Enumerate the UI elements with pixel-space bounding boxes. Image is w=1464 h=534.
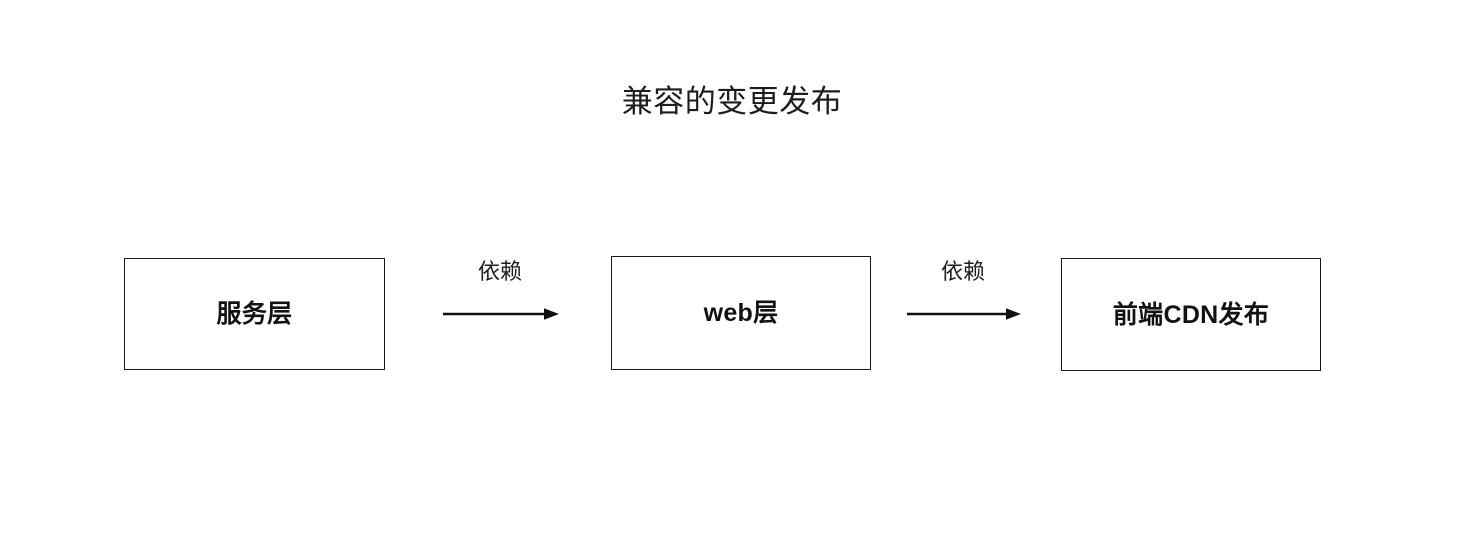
node-frontend-cdn-release[interactable]: 前端CDN发布 <box>1061 258 1321 371</box>
diagram-title: 兼容的变更发布 <box>621 84 843 119</box>
node-label: web层 <box>703 299 779 327</box>
node-label: 服务层 <box>216 300 293 328</box>
arrow-right-icon <box>906 305 1022 323</box>
edge-label: 依赖 <box>940 259 985 284</box>
node-label: 前端CDN发布 <box>1112 300 1270 329</box>
node-service-layer[interactable]: 服务层 <box>124 258 385 370</box>
arrow-right-icon <box>442 305 560 323</box>
node-web-layer[interactable]: web层 <box>611 256 871 370</box>
edge-label: 依赖 <box>477 259 522 284</box>
